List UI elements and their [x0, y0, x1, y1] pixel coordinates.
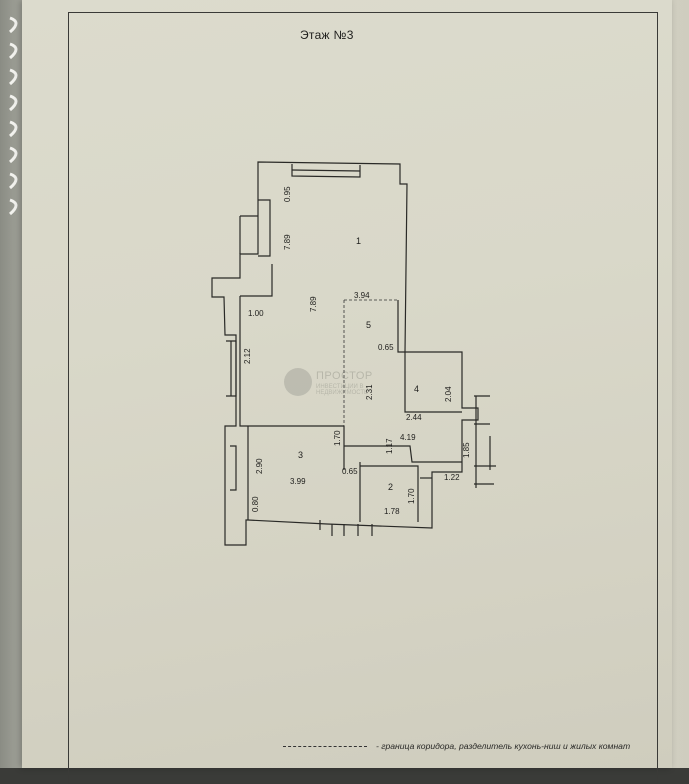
room-1-label: 1: [356, 236, 361, 246]
room-3-label: 3: [298, 450, 303, 460]
watermark-logo-icon: [284, 368, 312, 396]
dim-100: 1.00: [248, 309, 264, 318]
legend-dash-sample: [283, 746, 367, 747]
legend-note: - граница коридора, разделитель кухонь-н…: [376, 741, 631, 751]
dim-399: 3.99: [290, 477, 306, 486]
dim-789-mid: 7.89: [309, 296, 318, 312]
dim-231: 2.31: [365, 384, 374, 400]
dim-244: 2.44: [406, 413, 422, 422]
dim-065-b: 0.65: [342, 467, 358, 476]
dim-204: 2.04: [444, 386, 453, 402]
binding-spiral: [9, 16, 18, 216]
dim-122: 1.22: [444, 473, 460, 482]
dim-290: 2.90: [255, 458, 264, 474]
dim-419: 4.19: [400, 433, 416, 442]
watermark-subtext: ИНВЕСТИЦИИ В НЕДВИЖИМОСТЬ: [316, 384, 368, 396]
dim-394: 3.94: [354, 291, 370, 300]
floor-title: Этаж №3: [300, 28, 354, 42]
dim-095: 0.95: [283, 186, 292, 202]
dim-170-a: 1.70: [333, 430, 342, 446]
room-5-label: 5: [366, 320, 371, 330]
dim-080: 0.80: [251, 496, 260, 512]
room-2-label: 2: [388, 482, 393, 492]
dim-065-a: 0.65: [378, 343, 394, 352]
plan-sheet: [22, 0, 672, 768]
dim-170-b: 1.70: [407, 488, 416, 504]
floor-plan: 1 5 4 3 2 3.94 1.00 0.65 2.44 4.19 3.99 …: [211, 161, 496, 546]
dim-178: 1.78: [384, 507, 400, 516]
dim-212: 2.12: [243, 348, 252, 364]
room-4-label: 4: [414, 384, 419, 394]
plan-walls: [211, 161, 496, 546]
dim-117: 1.17: [385, 438, 394, 454]
dim-789-top: 7.89: [283, 234, 292, 250]
dim-185: 1.85: [462, 442, 471, 458]
corridor-boundaries: [343, 299, 398, 426]
